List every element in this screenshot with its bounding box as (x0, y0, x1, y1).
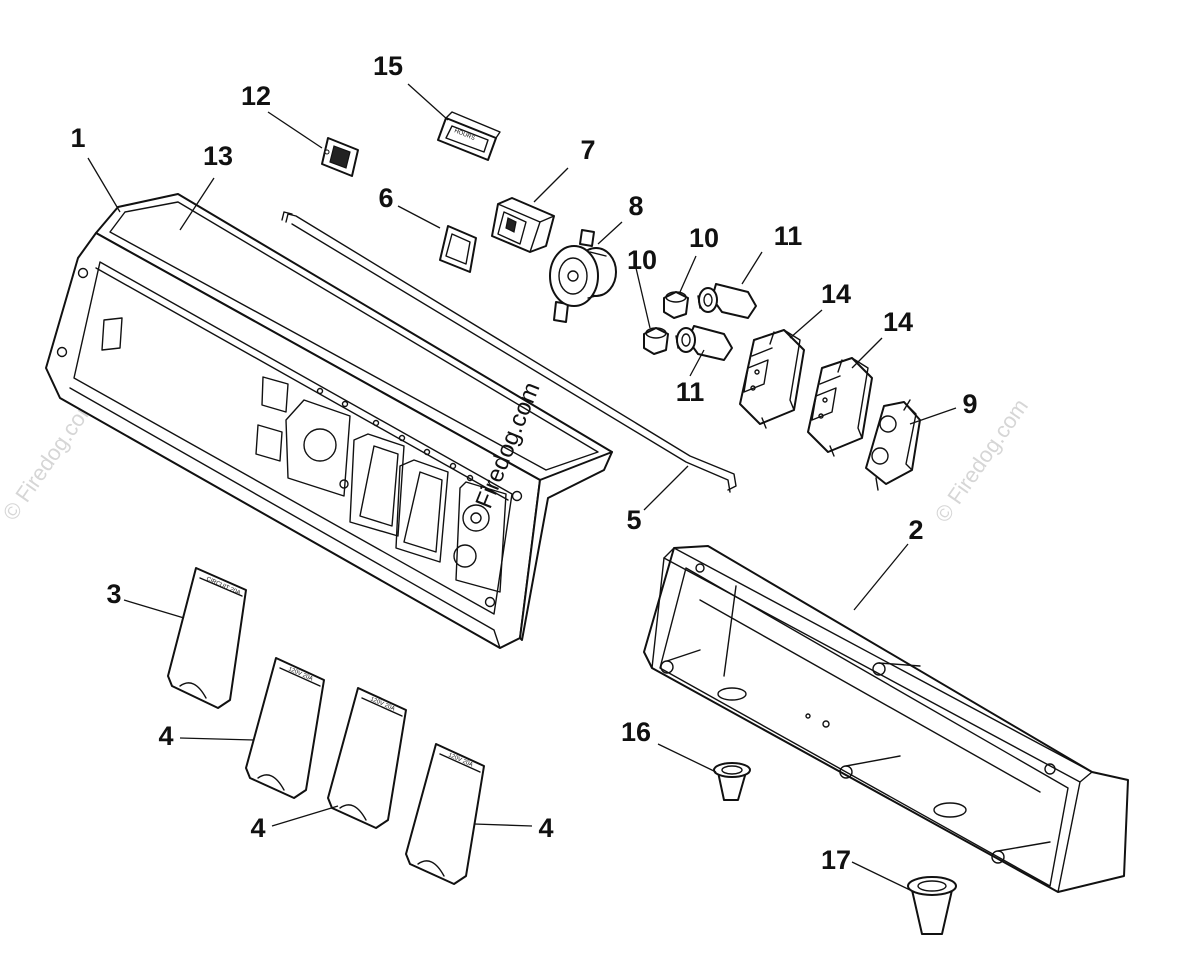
duplex-receptacle-part-2 (807, 357, 873, 457)
callout-1: 1 (70, 123, 85, 153)
grommet-part-large (907, 876, 957, 935)
rod-part (281, 211, 737, 493)
leader-lines (87, 83, 957, 891)
knob-part-1 (663, 291, 689, 319)
callout-8: 8 (628, 191, 643, 221)
callout-6: 6 (378, 183, 393, 213)
callout-15: 15 (373, 51, 403, 81)
callout-11a: 11 (774, 221, 803, 251)
callout-4b: 4 (250, 813, 265, 843)
outlet-cover-1: 120V 20A (245, 657, 325, 799)
callout-10b: 10 (627, 245, 657, 275)
callout-3: 3 (106, 579, 121, 609)
callout-labels: 1 2 3 4 4 4 5 6 7 8 9 10 10 11 11 12 13 … (70, 51, 977, 875)
knob-part-2 (643, 327, 669, 355)
hour-meter-part: HOURS (437, 111, 501, 161)
twistlock-receptacle-part (549, 229, 617, 323)
circuit-breaker-part-1 (697, 283, 757, 319)
callout-13: 13 (203, 141, 233, 171)
callout-9: 9 (962, 389, 977, 419)
receptacle-240v-part (865, 399, 921, 491)
rocker-switch-part (321, 137, 359, 177)
cover-part: CIRCUIT 20A (167, 567, 247, 709)
callout-14a: 14 (821, 279, 851, 309)
callout-10a: 10 (689, 223, 719, 253)
rear-box-part (643, 545, 1129, 893)
callout-17: 17 (821, 845, 851, 875)
switch-box-part (491, 197, 555, 253)
callout-12: 12 (241, 81, 271, 111)
callout-4c: 4 (538, 813, 553, 843)
callout-5: 5 (626, 505, 641, 535)
callout-14b: 14 (883, 307, 913, 337)
outlet-cover-2: 120V 20A (327, 687, 407, 829)
callout-7: 7 (580, 135, 595, 165)
outlet-cover-3: 120V 20A (405, 743, 485, 885)
circuit-breaker-part-2 (675, 325, 733, 361)
grommet-part-small (713, 762, 751, 801)
callout-4a: 4 (158, 721, 173, 751)
control-panel-part (45, 193, 613, 649)
callout-2: 2 (908, 515, 923, 545)
bezel-part (439, 225, 477, 273)
duplex-receptacle-part-1 (739, 329, 805, 429)
callout-16: 16 (621, 717, 651, 747)
callout-11b: 11 (676, 377, 705, 407)
watermark-right: © Firedog.com (930, 394, 1033, 527)
